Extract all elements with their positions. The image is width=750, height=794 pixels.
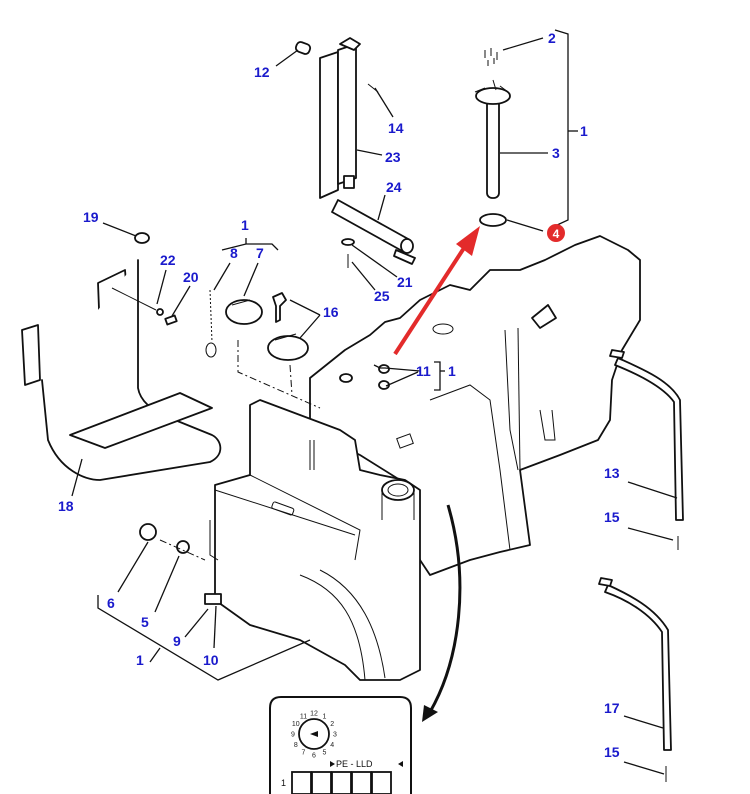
callout-labels: 2 1 3 4 12 14 23 24 21 25 19 22 20 1 8 7… [58,30,620,760]
marker-left-arrow [330,761,335,767]
callout-22: 22 [160,252,176,268]
callout-23: 23 [385,149,401,165]
washer-21 [341,238,355,246]
highlight-arrow [393,226,480,356]
callout-14: 14 [388,120,404,136]
dial-number: 3 [333,732,337,739]
detail-pointer-arrow [428,504,462,713]
date-dial [298,718,330,750]
tank-strap-13 [609,349,684,550]
pe-lld-marker: PE - LLD [336,759,373,769]
o-ring-seal [479,213,507,227]
fuel-caps [205,289,321,409]
callout-17: 17 [604,700,620,716]
callout-15-upper: 15 [604,509,620,525]
callout-20: 20 [183,269,199,285]
callout-6: 6 [107,595,115,611]
dial-number: 8 [294,742,298,749]
callout-8: 8 [230,245,238,261]
callout-16: 16 [323,304,339,320]
access-step [21,232,222,481]
leader-lines [71,37,678,775]
callout-1-hardware-kit: 1 [448,363,456,379]
date-code-box [291,771,312,794]
tank-strap-17 [598,577,672,782]
dial-pointer [310,731,318,737]
date-code-box [311,771,332,794]
dial-number: 6 [312,753,316,760]
callout-2: 2 [548,30,556,46]
callout-13: 13 [604,465,620,481]
callout-1-tank-assembly: 1 [136,652,144,668]
dial-number: 7 [302,750,306,757]
mounting-bracket [294,37,379,199]
front-fuel-tank [209,399,421,681]
callout-4-highlighted: 4 [547,224,565,242]
dial-number: 10 [292,721,300,728]
support-tube [331,199,416,268]
callout-12: 12 [254,64,270,80]
callout-21: 21 [397,274,413,290]
date-code-box [371,771,392,794]
marker-right-arrow [398,761,403,767]
dial-number: 9 [291,732,295,739]
fuel-level-sender [474,48,511,227]
callout-3: 3 [552,145,560,161]
callout-25: 25 [374,288,390,304]
date-code-box [331,771,352,794]
date-code-boxes [291,771,392,794]
screws [484,48,498,66]
callout-7: 7 [256,245,264,261]
detail-pointer-arrowhead [422,705,438,722]
callout-10: 10 [203,652,219,668]
callout-5: 5 [141,614,149,630]
dial-number: 2 [330,721,334,728]
callout-19: 19 [83,209,99,225]
dial-number: 1 [323,713,327,720]
callout-24: 24 [386,179,402,195]
main-fuel-tank [309,235,641,576]
dial-number: 5 [323,750,327,757]
dial-number: 12 [310,711,318,718]
dial-number: 11 [300,713,307,720]
key [272,292,287,323]
dial-number: 4 [330,742,334,749]
callout-1-cap-kit: 1 [241,217,249,233]
callout-11: 11 [416,363,431,379]
svg-text:4: 4 [553,227,560,241]
callout-9: 9 [173,633,181,649]
date-code-box [351,771,372,794]
callout-15-lower: 15 [604,744,620,760]
inset-row-label: 1 [281,778,286,788]
cap-19 [134,232,150,244]
callout-18: 18 [58,498,74,514]
callout-1-sender-kit: 1 [580,123,588,139]
